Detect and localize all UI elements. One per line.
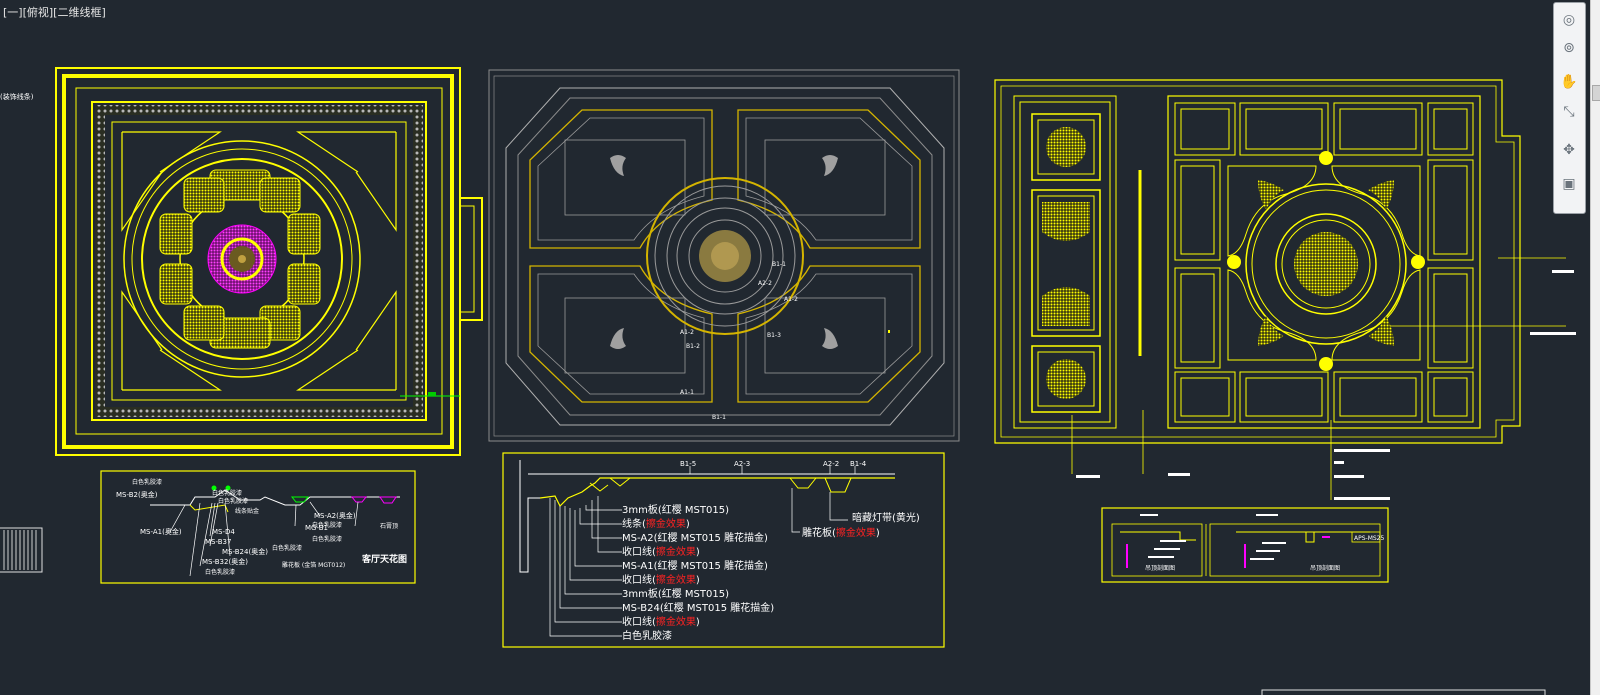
section-detail-3[interactable]: APS-MS25 吊顶剖面图 吊顶剖面图: [1101, 507, 1389, 583]
plan2-label-3: A1-2: [784, 296, 798, 303]
left-strip-label: (装饰线条): [0, 92, 34, 101]
orbit-icon[interactable]: ⊚: [1563, 40, 1575, 56]
plan2-label-6: B1-2: [686, 343, 700, 350]
note-1-6: 白色乳胶漆: [312, 521, 342, 529]
section-detail-1[interactable]: 白色乳胶漆 MS-B2(奥金) 线条贴金 白色乳胶漆 白色乳胶漆 MS-A1(奥…: [100, 470, 416, 584]
sec2-tag-a22: A2-2: [823, 460, 839, 468]
sec2-carve-note: 雕花板(擦金效果): [802, 526, 880, 539]
label-ms-d4: MS-D4: [212, 528, 235, 536]
sec3-tag: APS-MS25: [1354, 535, 1384, 542]
sec2-note-9: 收口线(擦金效果): [622, 615, 700, 628]
note-1-1: 白色乳胶漆: [132, 478, 162, 486]
plan2-label-2: A2-2: [758, 280, 772, 287]
note-1-4: 白色乳胶漆: [218, 497, 248, 505]
vertical-scrollbar[interactable]: [1590, 0, 1600, 695]
note-1-10: 雕花板 (金箔 MGT012): [282, 561, 345, 569]
showmotion-icon[interactable]: ▣: [1562, 176, 1576, 192]
sec3-label-2: 吊顶剖面图: [1310, 564, 1340, 572]
frame-corner: [1261, 689, 1546, 695]
plan2-label-1: B1-1: [712, 414, 726, 421]
sec2-note-6: 收口线(擦金效果): [622, 573, 700, 586]
ceiling-plan-2[interactable]: B1-1 A2-2 A1-2 A1-2 B1-3 B1-2 A1-1 B1-1: [488, 69, 960, 442]
pan-hand-icon[interactable]: ✋: [1560, 74, 1578, 90]
label-ms-a2: MS-A2(奥金): [314, 511, 356, 520]
sec2-note-4: 收口线(擦金效果): [622, 545, 700, 558]
sec2-note-8: MS-B24(红樱 MST015 雕花描金): [622, 601, 774, 614]
sec2-note-3: MS-A2(红樱 MST015 雕花描金): [622, 531, 768, 544]
note-1-5: 白色乳胶漆: [205, 568, 235, 576]
plan2-label-7: A1-1: [680, 389, 694, 396]
navigation-bar: ◎ ⊚ ✋ ⤡ ✥ ▣: [1553, 2, 1586, 214]
plan2-label-5: B1-3: [767, 332, 781, 339]
sec2-note-5: MS-A1(红樱 MST015 雕花描金): [622, 559, 768, 572]
ceiling-plan-3[interactable]: [994, 79, 1576, 500]
orbit-3d-icon[interactable]: ✥: [1563, 142, 1575, 158]
note-1-8: 白色乳胶漆: [272, 544, 302, 552]
plan2-label-4: A1-2: [680, 329, 694, 336]
sec2-note-10: 白色乳胶漆: [622, 629, 672, 642]
label-mg-b1: MG-B1: [305, 524, 328, 532]
label-ms-b32: MS-B32(奥金): [202, 557, 248, 566]
sec2-light-note: 暗藏灯带(黄光): [852, 511, 920, 524]
ceiling-plan-1[interactable]: [55, 67, 483, 456]
steering-wheel-icon[interactable]: ◎: [1562, 12, 1576, 28]
label-ms-a1: MS-A1(奥金): [140, 527, 182, 536]
zoom-icon[interactable]: ⤡: [1563, 104, 1575, 120]
viewport-label[interactable]: [一][俯视][二维线框]: [3, 6, 106, 19]
label-ms-b37: MS-B37: [205, 538, 231, 546]
sec2-tag-b15: B1-5: [680, 460, 696, 468]
note-1-9: 石膏顶: [380, 522, 398, 530]
plan2-label-8: B1-1: [772, 261, 786, 268]
sec3-label-1: 吊顶剖面图: [1145, 564, 1175, 572]
note-1-7: 白色乳胶漆: [312, 535, 342, 543]
section-detail-2[interactable]: B1-5 A2-3 A2-2 B1-4 3mm板(红樱 MST015) 线条(擦…: [502, 452, 945, 648]
label-ms-b2: MS-B2(奥金): [116, 490, 158, 499]
label-ms-b24: MS-B24(奥金): [222, 547, 268, 556]
sec2-tag-b14: B1-4: [850, 460, 867, 468]
panel1-title: 客厅天花图: [361, 553, 407, 565]
sec2-note-1: 3mm板(红樱 MST015): [622, 503, 729, 516]
sec2-note-7: 3mm板(红樱 MST015): [622, 587, 729, 600]
sec2-tag-a23: A2-3: [734, 460, 750, 468]
note-1-2: 线条贴金: [235, 507, 259, 515]
sec2-note-2: 线条(擦金效果): [622, 517, 690, 530]
left-edge-details: (装饰线条): [0, 92, 43, 573]
note-1-3: 白色乳胶漆: [212, 489, 242, 497]
scrollbar-thumb[interactable]: [1592, 85, 1600, 101]
